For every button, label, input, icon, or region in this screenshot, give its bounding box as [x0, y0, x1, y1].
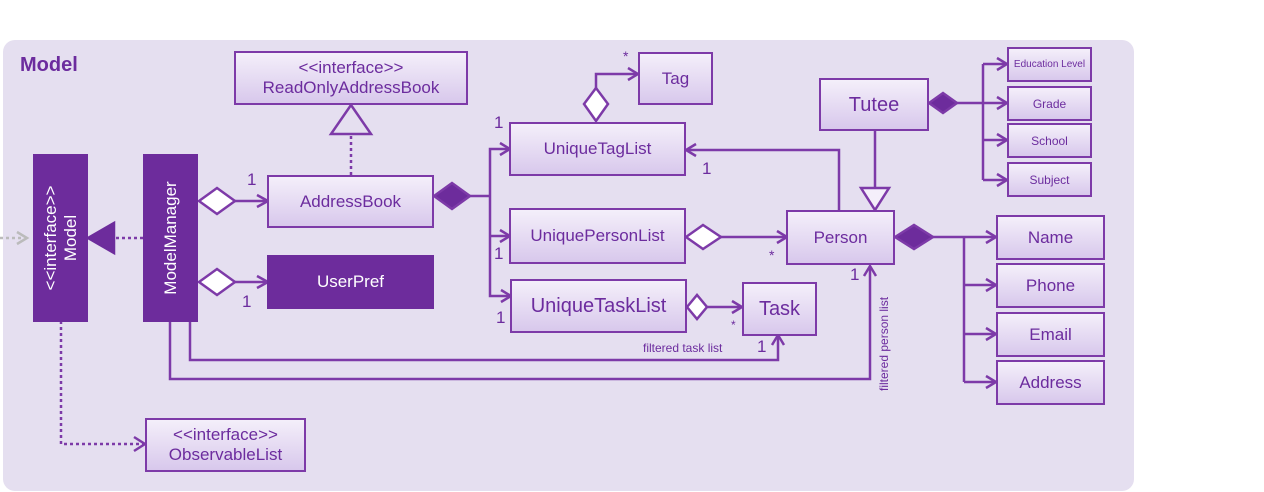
- taglist-multiplicity: 1: [494, 113, 504, 132]
- readonly-stereotype: <<interface>>: [298, 58, 404, 77]
- tasklist-multiplicity: 1: [496, 308, 506, 327]
- phone-box[interactable]: Phone: [996, 263, 1105, 308]
- taglist-tag-line: [594, 72, 637, 88]
- pref-multiplicity: 1: [242, 292, 252, 311]
- person-multiplicity: *: [769, 247, 775, 263]
- readonly-realization-head: [328, 102, 374, 136]
- model-name: Model: [60, 214, 80, 262]
- model-interface-box[interactable]: <<interface>> Model: [33, 154, 88, 322]
- tag-multiplicity: *: [623, 48, 629, 64]
- person-taglist-line: [686, 148, 841, 210]
- model-manager-name: ModelManager: [160, 181, 180, 295]
- tutee-composition-diamond: [926, 91, 960, 115]
- filtered-person-line: [168, 266, 872, 381]
- taglist-back-arrowhead: [683, 142, 697, 158]
- manager-userpref-diamond: [196, 267, 238, 297]
- person-composition-diamond: [892, 223, 936, 251]
- person-attributes-trunk: [933, 235, 995, 384]
- unique-tag-list-box[interactable]: UniqueTagList: [509, 122, 686, 176]
- taglist-tag-diamond: [582, 85, 610, 124]
- task-multiplicity: *: [731, 318, 736, 332]
- task-one-multiplicity: 1: [757, 337, 767, 356]
- observable-name: ObservableList: [168, 445, 283, 464]
- model-stereotype: <<interface>>: [40, 185, 60, 291]
- taglist-person-multiplicity: 1: [702, 159, 712, 178]
- addressbook-composition-diamond: [431, 181, 473, 211]
- filtered-task-label: filtered task list: [643, 341, 723, 355]
- filtered-person-label: filtered person list: [877, 296, 891, 391]
- tutee-generalization-head: [858, 186, 892, 213]
- name-box[interactable]: Name: [996, 215, 1105, 260]
- subject-box[interactable]: Subject: [1007, 162, 1092, 197]
- education-level-box[interactable]: Education Level: [1007, 47, 1092, 82]
- tutee-attributes-trunk: [957, 62, 1006, 182]
- personlist-multiplicity: 1: [494, 244, 504, 263]
- person-one-multiplicity: 1: [850, 265, 860, 284]
- unique-person-list-box[interactable]: UniquePersonList: [509, 208, 686, 264]
- tutee-box[interactable]: Tutee: [819, 78, 929, 131]
- filtered-task-line: [188, 322, 780, 362]
- email-box[interactable]: Email: [996, 312, 1105, 357]
- observable-list-box[interactable]: <<interface>> ObservableList: [145, 418, 306, 472]
- tag-box[interactable]: Tag: [638, 52, 713, 105]
- addressbook-trunk: [470, 147, 510, 298]
- manager-addressbook-diamond: [196, 186, 238, 216]
- task-box[interactable]: Task: [742, 282, 817, 336]
- model-observable-dependency: [59, 321, 143, 446]
- observable-arrowhead: [133, 435, 148, 453]
- filtered-person-arrowhead: [862, 263, 878, 277]
- person-box[interactable]: Person: [786, 210, 895, 265]
- userpref-box[interactable]: UserPref: [267, 255, 434, 309]
- school-box[interactable]: School: [1007, 123, 1092, 158]
- grade-box[interactable]: Grade: [1007, 86, 1092, 121]
- unique-task-list-box[interactable]: UniqueTaskList: [510, 279, 687, 333]
- model-interface-label: <<interface>> Model: [41, 186, 81, 291]
- addressbook-box[interactable]: AddressBook: [267, 175, 434, 228]
- tasklist-task-diamond: [685, 293, 709, 321]
- ab-multiplicity: 1: [247, 170, 257, 189]
- readonly-name: ReadOnlyAddressBook: [262, 78, 440, 97]
- address-box[interactable]: Address: [996, 360, 1105, 405]
- package-title: Model: [20, 54, 78, 76]
- model-manager-box[interactable]: ModelManager: [143, 154, 198, 322]
- personlist-person-diamond: [683, 223, 724, 251]
- external-dependency-arrow: [16, 230, 30, 246]
- observable-stereotype: <<interface>>: [173, 425, 278, 444]
- readonly-addressbook-box[interactable]: <<interface>> ReadOnlyAddressBook: [234, 51, 468, 105]
- model-realization-head: [85, 220, 116, 256]
